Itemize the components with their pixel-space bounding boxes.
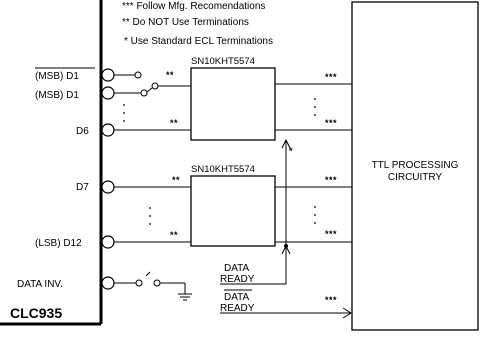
data-ready-label-1: DATA bbox=[224, 263, 250, 274]
ellipsis-dot bbox=[314, 206, 316, 208]
ready-arrow-upper bbox=[281, 138, 291, 149]
ellipsis-dot bbox=[123, 112, 125, 114]
mark-d7-double: ** bbox=[172, 175, 180, 185]
ellipsis-dot bbox=[149, 215, 151, 217]
mark-out-2-triple: *** bbox=[325, 118, 337, 128]
switch-contact-b bbox=[153, 279, 161, 287]
mark-d12-double: ** bbox=[170, 230, 178, 240]
switch-lever bbox=[145, 271, 151, 277]
input-marks: ** ** ** ** bbox=[166, 70, 180, 240]
ellipsis-dot bbox=[123, 104, 125, 106]
pin-label-d1-msb: (MSB) D1 bbox=[35, 90, 79, 101]
ellipsis-dot bbox=[314, 222, 316, 224]
legend-item-no-terminations: ** Do NOT Use Terminations bbox=[122, 17, 249, 28]
jumper-contact-a bbox=[134, 71, 142, 79]
ellipsis-dot bbox=[123, 120, 125, 122]
data-ready-bar-label-2: READY bbox=[220, 303, 255, 314]
mark-ready-single: * bbox=[289, 146, 293, 156]
ellipsis-dot bbox=[149, 207, 151, 209]
ttl-block-label-2: CIRCUITRY bbox=[388, 172, 443, 183]
data-ready-labels: DATA READY DATA READY bbox=[220, 263, 255, 314]
pin-label-d6: D6 bbox=[76, 126, 89, 137]
pin-terminal-d1-bar bbox=[101, 68, 115, 82]
legend-item-follow-mfg: *** Follow Mfg. Recomendations bbox=[122, 1, 265, 12]
mark-out-3-triple: *** bbox=[325, 175, 337, 185]
legend-item-ecl-terminations: * Use Standard ECL Terminations bbox=[124, 36, 273, 47]
pin-terminals bbox=[101, 68, 115, 290]
mark-out-4-triple: *** bbox=[325, 229, 337, 239]
pin-terminal-d7 bbox=[101, 180, 115, 194]
ellipsis-dot bbox=[314, 98, 316, 100]
ellipsis-dot bbox=[149, 223, 151, 225]
ttl-processing-block: TTL PROCESSING CIRCUITRY bbox=[351, 1, 479, 331]
lower-chip-body bbox=[190, 175, 276, 247]
pin-labels: (MSB) D1 (MSB) D1 D6 D7 (LSB) D12 DATA I… bbox=[17, 67, 95, 290]
pin-terminal-data-inv bbox=[101, 276, 115, 290]
ellipsis-dot bbox=[314, 114, 316, 116]
mark-d1-double: ** bbox=[166, 70, 174, 80]
mark-out-5-triple: *** bbox=[325, 295, 337, 305]
pin-label-d1-msb-bar: (MSB) D1 bbox=[35, 71, 79, 82]
ttl-block-body bbox=[351, 1, 479, 331]
data-ready-bar-arrow bbox=[342, 307, 352, 319]
mark-out-1-triple: *** bbox=[325, 72, 337, 82]
d1-select-jumper bbox=[114, 71, 191, 97]
output-marks: *** *** *** *** *** bbox=[325, 72, 337, 305]
output-wires bbox=[275, 83, 352, 243]
pin-label-d7: D7 bbox=[76, 182, 89, 193]
upper-latch-chip: SN10KHT5574 bbox=[190, 56, 276, 141]
input-wires bbox=[114, 129, 191, 243]
ellipsis-dot bbox=[314, 106, 316, 108]
jumper-contact-common bbox=[151, 82, 159, 90]
clc935-device: CLC935 bbox=[0, 0, 103, 326]
upper-chip-body bbox=[190, 67, 276, 141]
legend: *** Follow Mfg. Recomendations ** Do NOT… bbox=[122, 1, 273, 47]
pin-terminal-d6 bbox=[101, 123, 115, 137]
upper-chip-label: SN10KHT5574 bbox=[191, 56, 255, 67]
data-inv-switch bbox=[114, 271, 192, 301]
jumper-link bbox=[146, 87, 153, 93]
ready-junction bbox=[284, 244, 288, 248]
lower-chip-label: SN10KHT5574 bbox=[191, 164, 255, 175]
switch-contact-a bbox=[135, 279, 143, 287]
device-part-number: CLC935 bbox=[10, 305, 62, 321]
pin-label-d12-lsb: (LSB) D12 bbox=[35, 238, 82, 249]
ellipsis-dot bbox=[314, 214, 316, 216]
mark-d6-double: ** bbox=[170, 118, 178, 128]
lower-latch-chip: SN10KHT5574 bbox=[190, 164, 276, 247]
input-ellipsis bbox=[123, 104, 151, 225]
ttl-block-label-1: TTL PROCESSING bbox=[372, 160, 459, 171]
jumper-contact-b bbox=[140, 89, 148, 97]
pin-terminal-d1 bbox=[101, 86, 115, 100]
pin-terminal-d12 bbox=[101, 235, 115, 249]
data-ready-label-2: READY bbox=[220, 274, 255, 285]
pin-label-data-inv: DATA INV. bbox=[17, 279, 63, 290]
output-ellipsis bbox=[314, 98, 316, 224]
data-ready-bar-label-1: DATA bbox=[224, 292, 250, 303]
